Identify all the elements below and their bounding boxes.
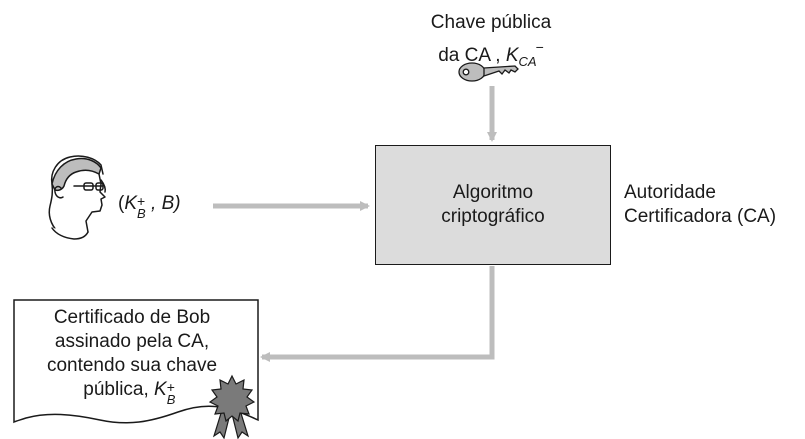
ca-key-subscript: CA — [518, 54, 537, 69]
algorithm-line1: Algoritmo — [452, 182, 534, 203]
certificate-line1: Certificado de Bob — [53, 307, 211, 328]
certificate-text: Certificado de Bob assinado pela CA, con… — [16, 306, 248, 407]
seal-icon — [208, 374, 256, 439]
person-icon — [48, 155, 106, 240]
algorithm-line2: criptográfico — [441, 206, 545, 227]
bob-input-label: (K+B, B) — [118, 192, 181, 221]
certificate-line3: contendo sua chave — [46, 355, 218, 376]
ca-key-symbol: K — [505, 45, 519, 66]
ca-key-superscript: − — [535, 39, 544, 55]
certificate-key-subscript: B — [166, 391, 176, 407]
authority-line1: Autoridade — [624, 182, 716, 203]
key-icon — [458, 62, 519, 82]
certificate-line2: assinado pela CA, — [54, 331, 210, 352]
certificate-line4: pública, K+B — [16, 378, 248, 407]
algorithm-box: Algoritmo criptográfico — [375, 145, 611, 265]
bob-input-rest: , B) — [151, 193, 181, 214]
ca-public-key-line2: da CA , KCA− — [438, 39, 544, 69]
ca-public-key-line1: Chave pública — [430, 12, 552, 33]
authority-label: Autoridade Certificadora (CA) — [624, 181, 776, 229]
ca-public-key-label: Chave pública da CA , KCA− — [395, 11, 587, 74]
certificate-key-superscript: + — [166, 378, 175, 395]
bob-key-superscript: + — [137, 192, 146, 209]
bob-key-subscript: B — [137, 205, 146, 221]
algorithm-to-certificate-arrow — [260, 266, 495, 362]
bob-key-symbol: K — [124, 193, 138, 214]
authority-line2: Certificadora (CA) — [624, 206, 777, 227]
certificate-key-symbol: K — [154, 379, 167, 400]
